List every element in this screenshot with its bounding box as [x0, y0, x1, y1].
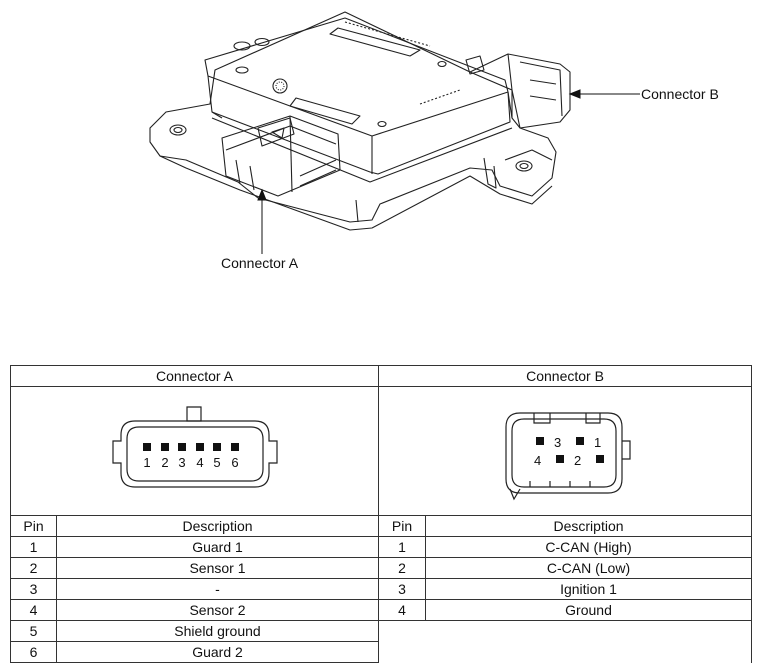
b-empty-cell — [377, 620, 753, 663]
pin-b2 — [556, 455, 564, 463]
pin-b-label: 4 — [534, 453, 541, 468]
a-desc-header: Description — [56, 515, 379, 537]
module-illustration — [149, 11, 640, 254]
connector-a-arrow — [257, 188, 267, 201]
b-pin: 3 — [378, 578, 426, 600]
b-pin: 4 — [378, 599, 426, 621]
connector-a-face-cell: 1 2 3 4 5 6 — [10, 386, 379, 516]
pin-b4 — [596, 455, 604, 463]
b-desc: Ground — [424, 599, 753, 621]
a-desc: Guard 1 — [56, 536, 379, 558]
pin-a-label: 6 — [231, 455, 238, 470]
pin-b3 — [536, 437, 544, 445]
a-desc: Sensor 1 — [56, 557, 379, 579]
a-pin: 6 — [10, 641, 57, 663]
a-pin: 5 — [10, 620, 57, 642]
pin-b1 — [576, 437, 584, 445]
b-desc-header: Description — [424, 515, 753, 537]
a-pin: 3 — [10, 578, 57, 600]
a-pin-header: Pin — [10, 515, 57, 537]
left-mount-hole — [169, 124, 187, 136]
b-pin: 2 — [378, 557, 426, 579]
pin-b-label: 1 — [594, 435, 601, 450]
table-row: 4 Sensor 2 4 Ground — [10, 599, 753, 621]
connector-b-body — [469, 53, 571, 129]
a-desc: Shield ground — [56, 620, 379, 642]
pin-table: Connector A Connector B — [10, 365, 753, 663]
connector-a-face: 1 2 3 4 5 6 — [111, 406, 278, 488]
table-row: 3 - 3 Ignition 1 — [10, 578, 753, 600]
connector-b-arrow — [568, 89, 581, 99]
b-pin-header: Pin — [378, 515, 426, 537]
right-mount-hole — [515, 160, 533, 172]
b-pin: 1 — [378, 536, 426, 558]
table-row: 6 Guard 2 — [10, 641, 752, 663]
connector-b-callout: Connector B — [641, 86, 719, 102]
table-row: 5 Shield ground — [10, 620, 753, 663]
table-row: 1 Guard 1 1 C-CAN (High) — [10, 536, 753, 558]
pin-a1 — [142, 443, 151, 451]
pin-a-label: 3 — [178, 455, 185, 470]
a-pin: 1 — [10, 536, 57, 558]
base-plate — [149, 11, 557, 223]
b-desc: C-CAN (High) — [424, 536, 753, 558]
connector-a-title: Connector A — [10, 365, 379, 387]
a-pin: 2 — [10, 557, 57, 579]
pin-a-label: 4 — [196, 455, 203, 470]
b-desc: C-CAN (Low) — [424, 557, 753, 579]
pin-a5 — [212, 443, 221, 451]
pin-a-label: 1 — [143, 455, 150, 470]
a-pin: 4 — [10, 599, 57, 621]
a-desc: Guard 2 — [56, 641, 379, 663]
connector-a-callout: Connector A — [221, 255, 299, 271]
housing-top — [204, 17, 509, 137]
connector-b-face-cell: 3 1 4 2 — [377, 386, 753, 516]
b-desc: Ignition 1 — [424, 578, 753, 600]
pin-a6 — [230, 443, 239, 451]
pin-a4 — [195, 443, 204, 451]
pin-a2 — [160, 443, 169, 451]
pin-a-label: 5 — [213, 455, 220, 470]
table-row: 2 Sensor 1 2 C-CAN (Low) — [10, 557, 753, 579]
pin-b-label: 2 — [574, 453, 581, 468]
connector-b-face: 3 1 4 2 — [505, 412, 631, 501]
pin-b-label: 3 — [554, 435, 561, 450]
pin-a3 — [177, 443, 186, 451]
connector-b-title: Connector B — [377, 365, 753, 387]
a-desc: Sensor 2 — [56, 599, 379, 621]
pin-a-label: 2 — [161, 455, 168, 470]
a-desc: - — [56, 578, 379, 600]
